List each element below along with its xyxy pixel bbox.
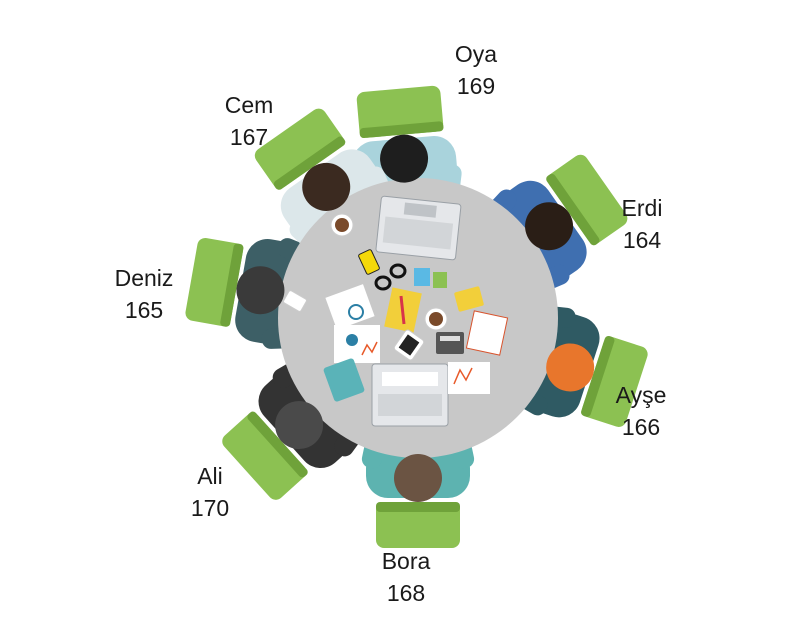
participant-label-oya: Oya 169 bbox=[421, 38, 531, 102]
phone-icon bbox=[358, 249, 380, 275]
participant-value: 167 bbox=[229, 124, 269, 150]
laptop-icon bbox=[375, 195, 462, 261]
calculator-icon bbox=[454, 286, 484, 312]
participant-name: Cem bbox=[224, 92, 274, 118]
person-head-oya bbox=[380, 134, 429, 183]
participant-name: Ali bbox=[197, 463, 223, 489]
participant-value: 170 bbox=[190, 495, 230, 521]
coffee-cup-icon bbox=[424, 307, 448, 331]
sticky-note-icon bbox=[414, 268, 430, 286]
people-heads bbox=[236, 134, 595, 502]
participant-value: 166 bbox=[621, 414, 661, 440]
tablet-icon bbox=[323, 358, 365, 402]
coffee-cup-icon bbox=[330, 213, 354, 237]
participant-value: 164 bbox=[622, 227, 662, 253]
person-head-bora bbox=[394, 454, 442, 502]
participant-label-bora: Bora 168 bbox=[351, 545, 461, 609]
participant-name: Ayşe bbox=[615, 382, 667, 408]
chair-ali bbox=[222, 411, 308, 500]
participant-label-ayse: Ayşe 166 bbox=[586, 379, 696, 443]
person-head-deniz bbox=[236, 266, 285, 315]
person-head-ayse bbox=[546, 343, 595, 392]
participant-value: 168 bbox=[386, 580, 426, 606]
chair-ayse bbox=[581, 335, 648, 427]
participant-label-ali: Ali 170 bbox=[155, 460, 265, 524]
participant-value: 165 bbox=[124, 297, 164, 323]
chair-deniz bbox=[185, 237, 244, 327]
chair-cem bbox=[254, 108, 346, 190]
report-paper-icon bbox=[448, 362, 490, 394]
glasses-icon bbox=[374, 263, 407, 291]
chair-bora bbox=[376, 502, 460, 548]
participant-name: Deniz bbox=[114, 265, 174, 291]
table-items bbox=[283, 195, 509, 427]
notepad-icon bbox=[465, 310, 509, 356]
person-head-erdi bbox=[525, 202, 574, 251]
participant-value: 169 bbox=[456, 73, 496, 99]
person-head-cem bbox=[302, 162, 351, 211]
report-paper-icon bbox=[334, 325, 380, 363]
participant-label-deniz: Deniz 165 bbox=[89, 262, 199, 326]
phone-icon bbox=[283, 290, 307, 312]
chair-erdi bbox=[546, 154, 628, 246]
participant-name: Oya bbox=[454, 41, 498, 67]
participant-label-cem: Cem 167 bbox=[194, 89, 304, 153]
chair-oya bbox=[356, 85, 444, 139]
chairs bbox=[185, 85, 648, 548]
person-head-ali bbox=[275, 401, 324, 450]
participant-name: Bora bbox=[381, 548, 431, 574]
calculator-icon bbox=[436, 332, 464, 354]
participant-label-erdi: Erdi 164 bbox=[587, 192, 697, 256]
laptop-icon bbox=[371, 363, 449, 427]
participant-name: Erdi bbox=[621, 195, 663, 221]
sticky-note-icon bbox=[433, 272, 447, 288]
